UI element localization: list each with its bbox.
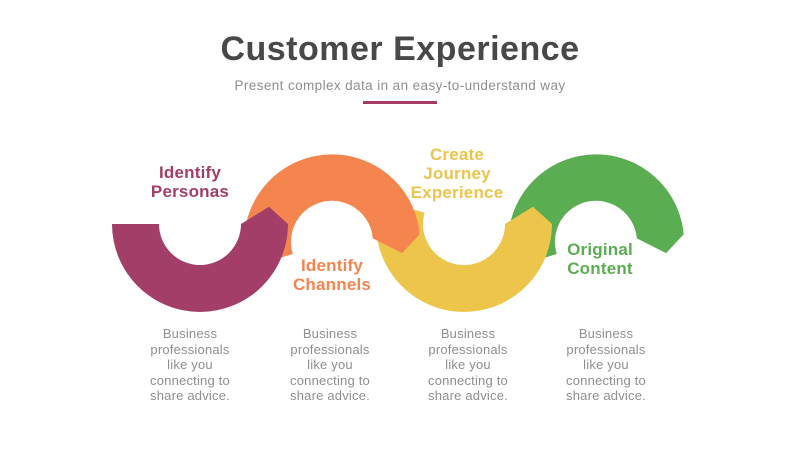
arc-segment-original-content — [508, 154, 684, 268]
arc-segment-identify-channels — [244, 154, 420, 268]
header: Customer Experience Present complex data… — [0, 0, 800, 104]
arc-segment-identify-personas — [112, 206, 288, 312]
description-identify-channels: Business professionals like you connecti… — [290, 326, 370, 403]
description-identify-personas: Business professionals like you connecti… — [150, 326, 230, 403]
title-underline — [363, 101, 437, 104]
arc-label-identify-channels: Identify Channels — [292, 256, 372, 294]
arc-label-original-content: Original Content — [567, 240, 633, 278]
arc-label-identify-personas: Identify Personas — [150, 163, 230, 201]
arc-label-create-journey-experience: Create Journey Experience — [410, 145, 504, 202]
page-title: Customer Experience — [220, 30, 580, 68]
subtitle: Present complex data in an easy-to-under… — [234, 78, 566, 93]
description-original-content: Business professionals like you connecti… — [566, 326, 646, 403]
arc-segment-create-journey-experience — [376, 199, 552, 312]
description-create-journey-experience: Business professionals like you connecti… — [428, 326, 508, 403]
